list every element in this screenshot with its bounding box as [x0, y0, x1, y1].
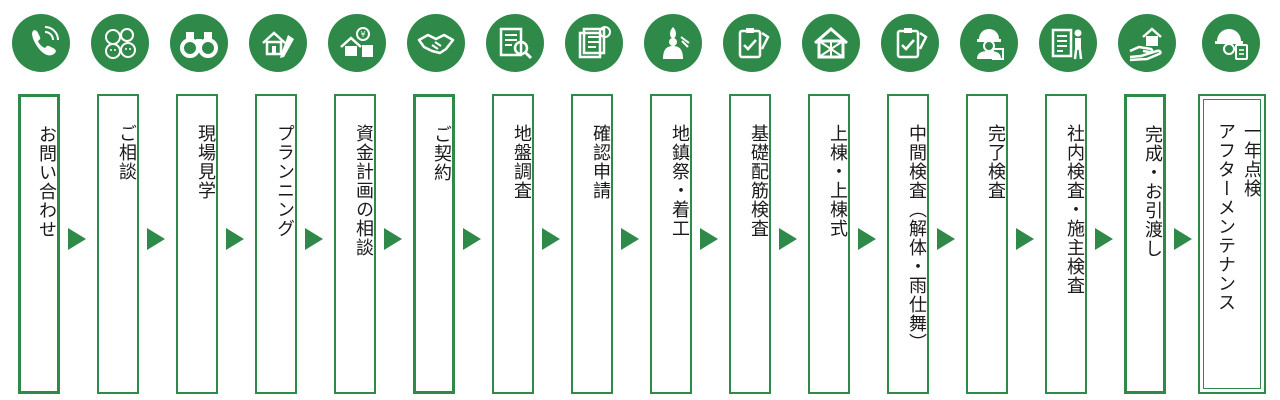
step-box: 完了検査	[966, 94, 1008, 394]
flow-arrow	[700, 228, 718, 250]
handshake-icon	[407, 14, 465, 72]
flow-step: ご相談	[85, 0, 155, 400]
document-search-icon	[486, 14, 544, 72]
step-box: 社内検査・施主検査	[1045, 94, 1087, 394]
step-box: 基礎配筋検査	[729, 94, 771, 394]
step-label: 現場見学	[195, 124, 216, 200]
flow-step: 上棟・上棟式	[796, 0, 866, 400]
flow-arrow	[384, 228, 402, 250]
flow-step: 地鎮祭・着工	[638, 0, 708, 400]
flow-step: ご契約	[401, 0, 471, 400]
money-house-icon: ¥	[328, 14, 386, 72]
flow-step: プランニング	[243, 0, 313, 400]
house-in-hand-icon	[1118, 14, 1176, 72]
flow-step: 完成・お引渡し	[1112, 0, 1182, 400]
flow-arrow	[937, 228, 955, 250]
flow-step: 基礎配筋検査	[717, 0, 787, 400]
flow-step: 中間検査（解体・雨仕舞）	[875, 0, 945, 400]
helmet-checklist-icon	[1202, 14, 1260, 72]
step-box: 上棟・上棟式	[808, 94, 850, 394]
step-label: 社内検査・施主検査	[1064, 124, 1085, 295]
flow-step: 地盤調査	[480, 0, 550, 400]
flow-arrow	[463, 228, 481, 250]
flow-step: 一年点検 アフターメンテナンス	[1196, 0, 1266, 400]
step-box: 地鎮祭・着工	[650, 94, 692, 394]
house-pencil-icon	[249, 14, 307, 72]
flow-step: 完了検査	[954, 0, 1024, 400]
flow-arrow	[779, 228, 797, 250]
step-box: ご契約	[413, 94, 455, 394]
clipboard-check-icon	[881, 14, 939, 72]
step-box: プランニング	[255, 94, 297, 394]
step-label: 資金計画の相談	[353, 124, 374, 257]
flow-arrow	[621, 228, 639, 250]
clipboard-check-icon	[723, 14, 781, 72]
step-label: 地盤調査	[511, 124, 532, 200]
step-box: 一年点検 アフターメンテナンス	[1198, 94, 1266, 394]
step-label: ご契約	[431, 125, 452, 182]
flow-arrow	[858, 228, 876, 250]
speech-bubbles-icon	[91, 14, 149, 72]
step-box: 資金計画の相談	[334, 94, 376, 394]
person-document-icon	[1039, 14, 1097, 72]
svg-text:¥: ¥	[360, 30, 365, 39]
flow-arrow	[1095, 228, 1113, 250]
phone-icon	[12, 14, 70, 72]
flow-step: 確認申請	[559, 0, 629, 400]
worker-helmet-icon	[960, 14, 1018, 72]
step-label: 完成・お引渡し	[1142, 125, 1163, 258]
flow-step: ¥ 資金計画の相談	[322, 0, 392, 400]
stamped-document-icon	[565, 14, 623, 72]
step-box: 完成・お引渡し	[1124, 94, 1166, 394]
step-box: 中間検査（解体・雨仕舞）	[887, 94, 929, 394]
step-label: お問い合わせ	[36, 125, 57, 239]
step-box: 地盤調査	[492, 94, 534, 394]
step-label: 中間検査（解体・雨仕舞）	[906, 124, 927, 352]
binoculars-icon	[170, 14, 228, 72]
step-label: 確認申請	[590, 124, 611, 200]
step-box: 現場見学	[176, 94, 218, 394]
flow-arrow	[305, 228, 323, 250]
flow-arrow	[1016, 228, 1034, 250]
house-frame-icon	[802, 14, 860, 72]
flow-arrow	[542, 228, 560, 250]
step-label: ご相談	[116, 124, 137, 181]
step-label: 完了検査	[985, 124, 1006, 200]
step-box: 確認申請	[571, 94, 613, 394]
flow-arrow	[147, 228, 165, 250]
flow-step: 現場見学	[164, 0, 234, 400]
step-label: 地鎮祭・着工	[669, 124, 690, 238]
step-box: お問い合わせ	[18, 94, 60, 394]
flow-step: お問い合わせ	[6, 0, 76, 400]
shinto-priest-icon	[644, 14, 702, 72]
flow-arrow	[68, 228, 86, 250]
step-label: 上棟・上棟式	[827, 124, 848, 238]
step-label: プランニング	[274, 124, 295, 238]
step-box: ご相談	[97, 94, 139, 394]
step-label: 基礎配筋検査	[748, 124, 769, 238]
flow-arrow	[1174, 228, 1192, 250]
flow-step: 社内検査・施主検査	[1033, 0, 1103, 400]
flow-arrow	[226, 228, 244, 250]
step-label: 一年点検 アフターメンテナンス	[1215, 122, 1262, 312]
